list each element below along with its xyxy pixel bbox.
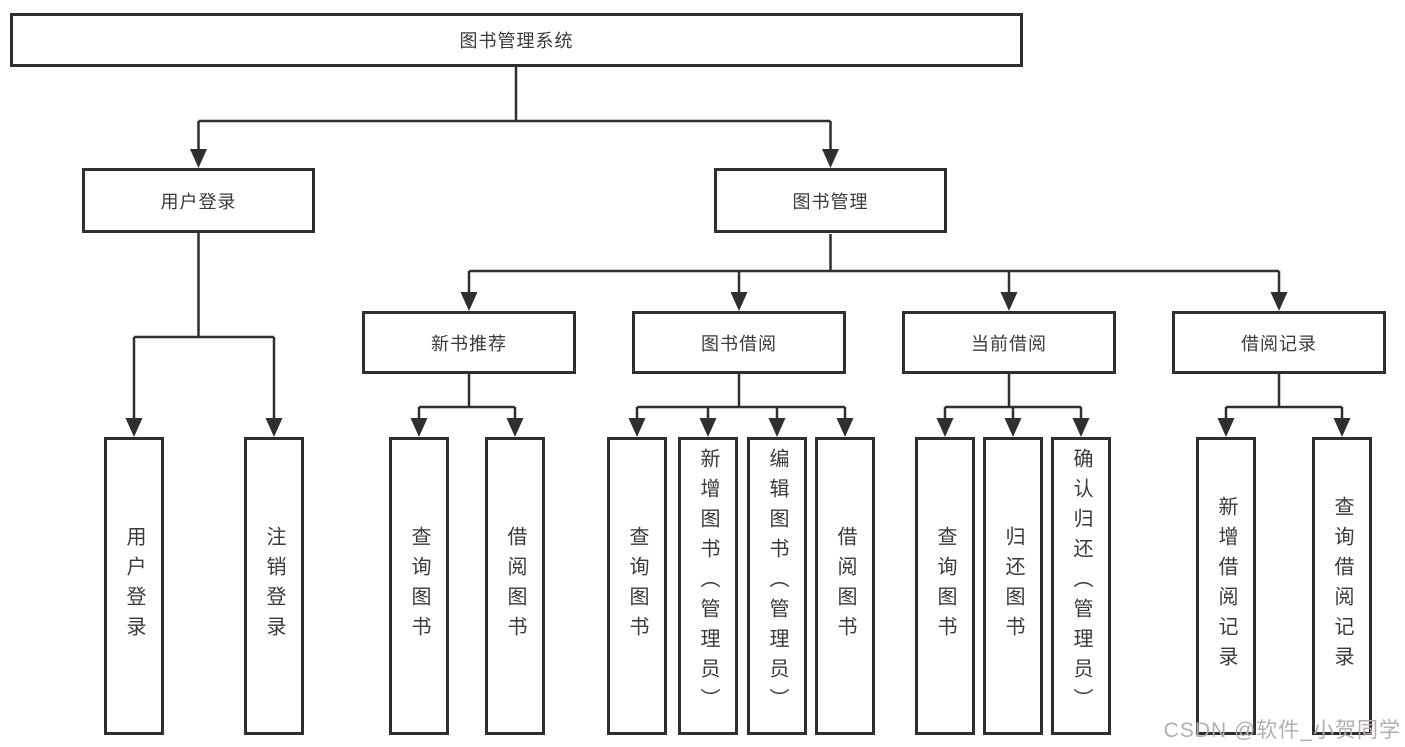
node-current-borrowing: 当前借阅 bbox=[902, 311, 1116, 374]
leaf-return-books: 归还图书 bbox=[983, 437, 1043, 735]
leaf-user-login: 用户登录 bbox=[104, 437, 164, 735]
leaf-logout: 注销登录 bbox=[244, 437, 304, 735]
node-user-login-branch: 用户登录 bbox=[82, 168, 315, 233]
leaf-add-books-admin: 新增图书（管理员） bbox=[678, 437, 738, 735]
node-new-book-recommendation: 新书推荐 bbox=[362, 311, 576, 374]
node-library-management-system: 图书管理系统 bbox=[10, 13, 1023, 67]
node-borrowing-records: 借阅记录 bbox=[1172, 311, 1386, 374]
node-book-borrowing: 图书借阅 bbox=[632, 311, 846, 374]
leaf-borrow-books-borrowing: 借阅图书 bbox=[815, 437, 875, 735]
leaf-borrow-books-recommend: 借阅图书 bbox=[485, 437, 545, 735]
leaf-query-books-current: 查询图书 bbox=[915, 437, 975, 735]
leaf-add-borrow-record: 新增借阅记录 bbox=[1196, 437, 1256, 735]
leaf-query-borrow-record: 查询借阅记录 bbox=[1312, 437, 1372, 735]
leaf-confirm-return-admin: 确认归还（管理员） bbox=[1051, 437, 1111, 735]
node-book-management-branch: 图书管理 bbox=[714, 168, 947, 233]
leaf-edit-books-admin: 编辑图书（管理员） bbox=[747, 437, 807, 735]
leaf-query-books-borrowing: 查询图书 bbox=[607, 437, 667, 735]
leaf-query-books-recommend: 查询图书 bbox=[389, 437, 449, 735]
csdn-watermark: CSDN @软件_小贺同学 bbox=[1163, 719, 1401, 742]
